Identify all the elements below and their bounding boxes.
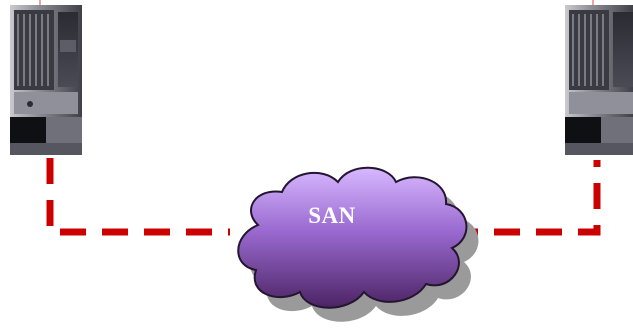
san-label: SAN: [308, 203, 356, 228]
right-link: [452, 160, 601, 236]
left-server-tower: [10, 5, 82, 155]
right-server-tower: [565, 5, 633, 155]
left-link: [46, 158, 230, 236]
san-cloud: [237, 166, 468, 309]
